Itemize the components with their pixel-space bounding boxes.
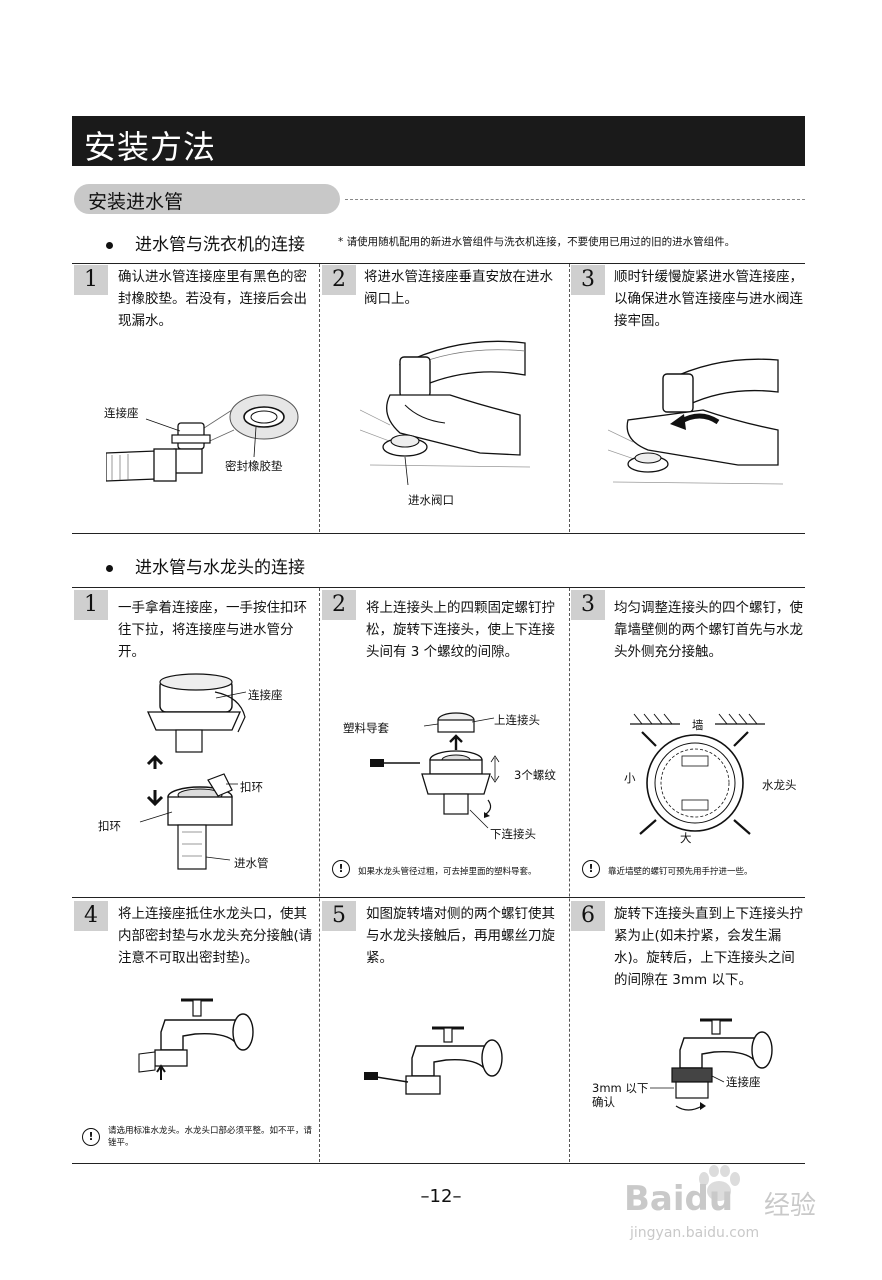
step-text: 均匀调整连接头的四个螺钉，使靠墙壁侧的两个螺钉首先与水龙头外侧充分接触。 <box>614 600 803 660</box>
step-number: 1 <box>74 590 108 620</box>
section-title: 安装进水管 <box>88 191 184 213</box>
label-connector: 连接座 <box>104 406 139 420</box>
part1-bottom-rule <box>72 533 805 534</box>
step-text: 顺时针缓慢旋紧进水管连接座，以确保进水管连接座与进水阀连接牢固。 <box>614 269 803 329</box>
part2-divider-2 <box>569 588 570 1162</box>
part2-divider-1 <box>319 588 320 1162</box>
label-plastic-sleeve: 塑料导套 <box>343 721 389 735</box>
label-connector: 连接座 <box>726 1075 761 1089</box>
watermark-url: jingyan.baidu.com <box>630 1225 760 1241</box>
separating-connector-illustration <box>139 673 247 870</box>
step-text: 将进水管连接座垂直安放在进水阀口上。 <box>364 269 553 307</box>
section-divider <box>345 199 805 200</box>
part1-top-rule <box>72 263 805 264</box>
step-number: 3 <box>571 265 605 295</box>
part2-heading: 进水管与水龙头的连接 <box>106 553 305 578</box>
page-title-bar: 安装方法 <box>72 116 805 166</box>
label-three-threads: 3个螺纹 <box>514 768 556 782</box>
baidu-watermark: Baidu 经验 jingyan.baidu.com <box>624 1165 824 1245</box>
label-large: 大 <box>680 831 692 845</box>
step-text: 旋转下连接头直到上下连接头拧紧为止(如未拧紧，会发生漏水)。旋转后，上下连接头之… <box>614 906 803 988</box>
step-number: 1 <box>74 265 108 295</box>
label-small: 小 <box>624 771 636 785</box>
warning-text: 请选用标准水龙头。水龙头口部必须平整。如不平，请锉平。 <box>108 1126 313 1148</box>
label-faucet: 水龙头 <box>762 778 797 792</box>
label-lower-coupling: 下连接头 <box>490 827 536 841</box>
label-wall: 墙 <box>692 718 704 732</box>
part1-note: * 请使用随机配用的新进水管组件与洗衣机连接，不要使用已用过的旧的进水管组件。 <box>338 236 736 248</box>
part1-divider-1 <box>319 264 320 532</box>
bullet-icon <box>106 241 113 249</box>
warning-text: 如果水龙头管径过粗，可去掉里面的塑料导套。 <box>358 867 537 877</box>
label-3mm: 3mm 以下 <box>592 1081 649 1095</box>
label-clasp: 扣环 <box>98 819 121 833</box>
step-text: 确认进水管连接座里有黑色的密封橡胶垫。若没有，连接后会出现漏水。 <box>118 269 307 329</box>
warning-icon: ! <box>332 860 350 878</box>
part2-top-rule <box>72 587 805 588</box>
screw-adjust-top-view-illustration <box>630 713 765 835</box>
warning-icon: ! <box>582 860 600 878</box>
step-text: 如图旋转墙对侧的两个螺钉使其与水龙头接触后，再用螺丝刀旋紧。 <box>366 906 555 966</box>
step-number: 3 <box>571 590 605 620</box>
watermark-brand: Baidu <box>624 1179 734 1219</box>
warning-icon: ! <box>82 1128 100 1146</box>
part2-middle-rule <box>72 897 805 898</box>
warning-text: 靠近墙壁的螺钉可预先用手拧进一些。 <box>608 867 753 877</box>
part1-heading: 进水管与洗衣机的连接 <box>106 230 305 255</box>
step-text: 将上连接头上的四颗固定螺钉拧松，旋转下连接头，使上下连接头间有 3 个螺纹的间隙… <box>366 600 555 660</box>
hand-placing-connector-illustration <box>360 340 530 485</box>
step-number: 2 <box>322 265 356 295</box>
part2-bottom-rule <box>72 1163 805 1164</box>
faucet-fit-illustration <box>138 998 254 1080</box>
label-seal: 密封橡胶垫 <box>225 459 283 473</box>
screwdriver-tighten-illustration <box>364 1026 503 1095</box>
step-number: 2 <box>322 590 356 620</box>
label-connector: 连接座 <box>248 688 283 702</box>
label-confirm: 确认 <box>592 1095 615 1109</box>
hand-tightening-connector-illustration <box>608 358 783 485</box>
page-number: –12– <box>420 1186 462 1207</box>
label-inlet-hose: 进水管 <box>234 856 269 870</box>
watermark-tail: 经验 <box>764 1191 817 1221</box>
step-text: 将上连接座抵住水龙头口，使其内部密封垫与水龙头充分接触(请注意不可取出密封垫)。 <box>118 906 313 966</box>
step-number: 4 <box>74 901 108 931</box>
paw-icon <box>699 1165 740 1201</box>
label-inlet-valve: 进水阀口 <box>408 493 454 507</box>
part1-divider-2 <box>569 264 570 532</box>
section-title-pill: 安装进水管 <box>74 184 340 214</box>
bullet-icon <box>106 564 113 572</box>
step-text: 一手拿着连接座，一手按住扣环往下拉，将连接座与进水管分开。 <box>118 600 307 660</box>
coupling-threads-illustration <box>370 712 500 829</box>
step-number: 5 <box>322 901 356 931</box>
connector-seal-illustration <box>106 394 299 482</box>
label-upper-coupling: 上连接头 <box>494 713 540 727</box>
label-clasp: 扣环 <box>240 780 263 794</box>
step-number: 6 <box>571 901 605 931</box>
final-tighten-illustration <box>650 1018 773 1111</box>
page-title: 安装方法 <box>84 128 217 166</box>
